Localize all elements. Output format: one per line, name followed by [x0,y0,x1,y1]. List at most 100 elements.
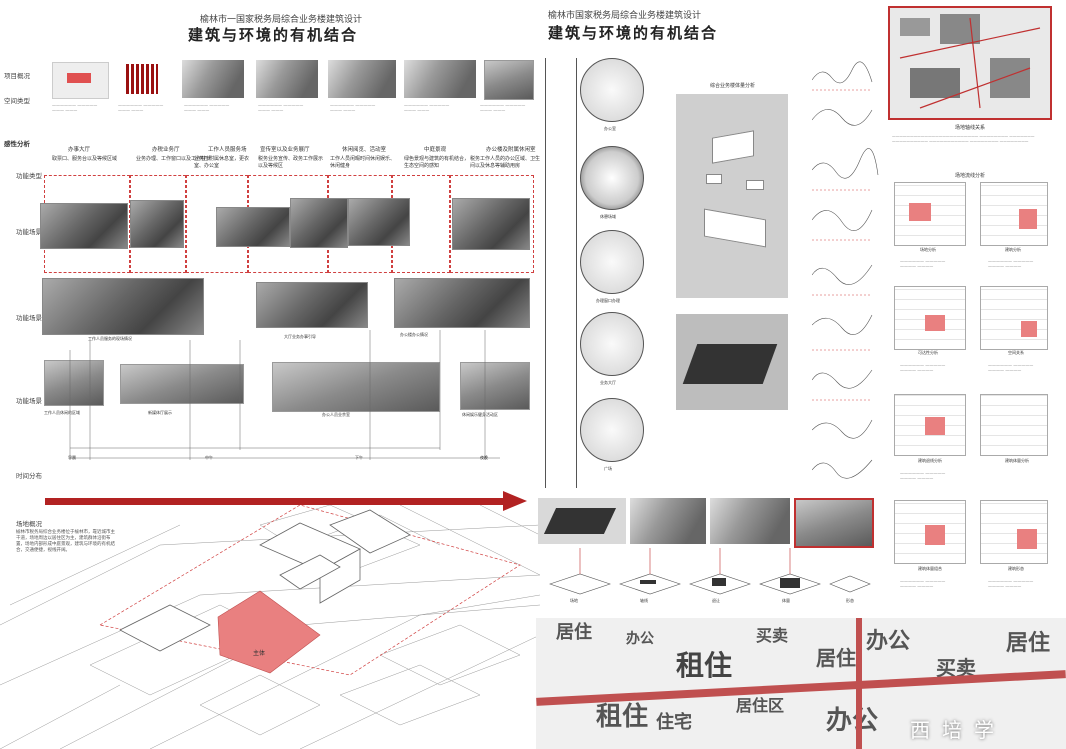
diagram-volume [980,394,1048,456]
scene-photo-guidance [256,282,368,328]
circle-view-office [580,58,644,122]
site-analysis-label: 场地流线分析 [955,173,986,179]
circle-view-plaza [580,398,644,462]
transform-caption: 退让 [712,598,720,603]
scene-photo-service [42,278,204,335]
col-desc: 业务办理、工作窗口以及工作柱状 [136,156,212,162]
col-heading: 工作人员服务场 [208,147,247,153]
scene-photo-lobby [40,203,128,249]
circle-view-hall [580,312,644,376]
strip-trees-1 [630,498,706,544]
col-desc: 业务厅附属休息室，更衣室、办公室 [194,156,250,169]
timeline-arrow-head [503,491,527,511]
physical-model-photo [676,314,788,410]
label-space-type: 空间类型 [4,97,30,105]
word: 居住 [816,646,856,670]
scene-photo-media [120,364,244,404]
diagram-text: —————— ————— ———— ———— [900,362,946,373]
strip-trees-2 [710,498,790,544]
strip-model [538,498,626,544]
diagram-caption: 建筑体量组合 [918,566,942,571]
diagram-text: —————— ————— ———— ———— [900,578,946,589]
column-headings: 办事大厅 取票口、服务台以及等候区域 办税业务厅 业务办理、工作窗口以及工作柱状… [40,145,540,175]
label-function-type: 功能类型 [16,172,42,180]
col-heading: 办税业务厅 [152,147,180,153]
label-function-scene-2: 功能场景 [16,314,42,322]
diagram-caption: 空间关系 [1008,350,1024,355]
bottom-caption: 新媒体厅展示 [148,410,172,415]
site-overview-text: 榆林市税务局综合业务楼位于榆林市，靠近城市主干道，场地周边以居住区为主，建筑群体… [16,530,115,553]
diagram-access [894,286,966,350]
site-axonometric [0,505,540,749]
transform-caption: 形态 [846,598,854,603]
col-desc: 取票口、服务台以及等候区域 [52,156,118,162]
scene-photo-activity [348,198,410,246]
road-strip [545,58,577,488]
transform-caption: 轴线 [640,598,648,603]
diagram-caption: 可达性分析 [918,350,938,355]
circle-caption: 广场 [604,466,612,471]
diagram-building [980,182,1048,246]
col-desc: 税务业务宣传、政务工作展示以及等候区 [258,156,324,169]
word: 居住 [1006,630,1051,656]
transform-caption: 体量 [782,598,790,603]
scene-photo-office [130,200,184,248]
timeline-mark: 早晨 [68,455,76,460]
right-title: 建筑与环境的有机结合 [548,24,719,42]
diagram-combination [894,500,966,564]
transform-caption: 场地 [570,598,578,603]
timeline-lines [69,330,500,460]
site-view-label: 场地轴线关系 [955,125,986,131]
label-time-distribution: 时间分布 [16,472,42,480]
col-heading: 休闲阅览、活动室 [342,147,387,153]
site-map-thumb [52,62,109,99]
photo-city-4 [404,60,476,98]
label-project-overview: 项目概况 [4,72,30,80]
word-cloud-road [536,670,1066,706]
word: 买卖 [936,656,976,680]
site-view-text: ———————————————————————— ———————— ——————… [892,134,1035,143]
transformation-diagrams [549,548,871,595]
photo-city-2 [256,60,318,98]
word: 居住区 [736,696,785,715]
section-line-graphs [812,61,879,479]
col-heading: 办公楼及附属休闲室 [486,147,536,153]
model-title: 综合业务楼体量分析 [710,83,756,89]
overview-text-1: —————— ————— ——— ——— [52,102,98,113]
left-title: 建筑与环境的有机结合 [188,26,359,44]
col-desc: 绿色景观与建筑的有机结合，生态空间的感知 [404,156,470,169]
diagram-text: —————— ————— ———— ———— [988,578,1034,589]
circle-caption: 业务大厅 [600,380,616,385]
diagram-setback [894,394,966,456]
diagram-caption: 建筑形态 [1008,566,1024,571]
word-cloud-map: 居住 办公 租住 买卖 居住 办公 租住 住宅 居住区 办公 买卖 居住 [536,618,1066,749]
word: 租住 [676,649,733,682]
label-function-scene-1: 功能场景 [16,228,42,236]
label-function-scene-3: 功能场景 [16,397,42,405]
diagram-text: —————— ————— ———— ———— [988,258,1034,269]
timeline-mark: 中午 [205,455,213,460]
bottom-caption: 工作人员休闲的区域 [44,410,80,415]
overview-text-7: —————— ————— ——— ——— [480,102,526,113]
diagram-site [894,182,966,246]
left-subtitle: 榆林市一国家税务局综合业务楼建筑设计 [200,15,363,25]
diagram-caption: 建筑退线分析 [918,458,942,463]
diagram-space [980,286,1048,350]
circle-view-rest [580,146,644,210]
logo-thumb [122,60,162,98]
circle-caption: 休憩场域 [600,214,616,219]
overview-text-3: —————— ————— ——— ——— [184,102,230,113]
label-perception-analysis: 感性分析 [4,140,30,148]
scene-photo-staff [216,207,290,247]
overview-text-2: —————— ————— ——— ——— [118,102,164,113]
diagram-text: —————— ————— ———— ———— [900,470,946,481]
scene-photo-meeting [272,362,440,412]
scene-caption: 办公楼办公情况 [400,332,428,337]
right-subtitle: 榆林市国家税务局综合业务楼建筑设计 [548,11,702,21]
scene-caption: 工作人员服务的现场情况 [88,336,132,341]
diagram-text: —————— ————— ———— ———— [900,258,946,269]
site-aerial-map [888,6,1052,120]
scene-photo-exhibit [290,198,348,248]
bottom-caption: 休闲娱乐健身活动区 [462,412,498,417]
scene-photo-office-building [452,198,530,250]
